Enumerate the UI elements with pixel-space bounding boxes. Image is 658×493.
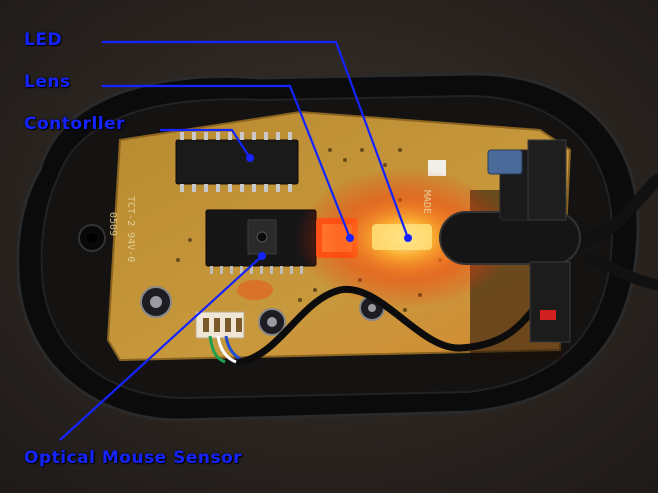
pcb-board-code-text: 0509 bbox=[107, 212, 118, 237]
controller-chip bbox=[175, 132, 299, 192]
optical-sensor-chip bbox=[205, 209, 317, 274]
pcb-board-id-text: TCT-2 94V-0 bbox=[125, 196, 136, 263]
capacitor-left bbox=[140, 286, 172, 318]
wheel-encoder bbox=[527, 139, 571, 343]
wire-white bbox=[216, 335, 237, 364]
usb-cable-2 bbox=[584, 252, 658, 291]
optical-mouse-sensor-label: Optical Mouse Sensor bbox=[24, 448, 243, 468]
capacitor-middle bbox=[258, 308, 286, 336]
sensor-pointer-line bbox=[59, 255, 263, 441]
wire-green bbox=[208, 335, 226, 364]
controller-pointer-line bbox=[160, 128, 251, 159]
led-pointer-line bbox=[102, 40, 410, 239]
pointer-lines bbox=[59, 40, 410, 441]
led-label: LED bbox=[24, 30, 63, 50]
led-component bbox=[372, 224, 432, 250]
screw-hole bbox=[87, 233, 97, 243]
pointer-endpoints bbox=[246, 154, 412, 260]
controller-label: Contorller bbox=[24, 114, 126, 134]
scroll-wheel bbox=[439, 149, 581, 265]
ceramic-capacitor bbox=[237, 280, 273, 300]
pcb-made-text: MADE bbox=[421, 190, 432, 215]
lens-label: Lens bbox=[24, 72, 71, 92]
internal-cable bbox=[236, 285, 544, 366]
cable-connector bbox=[195, 311, 245, 339]
lens-pointer-line bbox=[102, 84, 352, 239]
